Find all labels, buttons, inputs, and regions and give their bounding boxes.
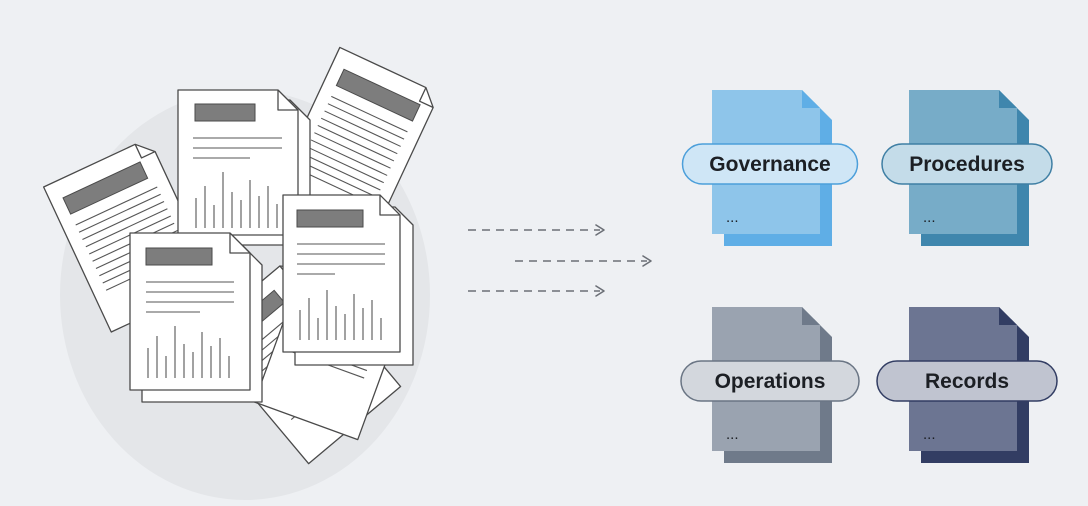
category-operations[interactable]: Operations... [680, 307, 860, 463]
folded-corner [999, 307, 1017, 325]
dashed-arrow-icon [468, 224, 605, 236]
dashed-arrow-icon [515, 255, 652, 267]
paper-sheet-chart [129, 232, 263, 403]
category-procedures[interactable]: Procedures... [881, 90, 1053, 246]
category-placeholder: ... [923, 209, 936, 226]
category-records[interactable]: Records... [876, 307, 1058, 463]
dashed-arrow-icon [468, 285, 605, 297]
category-grid: Governance...Procedures...Operations...R… [680, 90, 1058, 463]
folded-corner [802, 307, 820, 325]
category-label-pill [876, 360, 1058, 402]
category-placeholder: ... [726, 209, 739, 226]
category-label-pill [680, 360, 860, 402]
paper-sheet-chart [177, 89, 311, 246]
category-label: Procedures [909, 153, 1025, 176]
category-label: Records [925, 370, 1009, 393]
category-placeholder: ... [923, 426, 936, 443]
category-label-pill [881, 143, 1053, 185]
paper-sheet [269, 46, 434, 244]
folded-corner [802, 90, 820, 108]
category-label-pill [681, 143, 859, 185]
paper-sheet-chart [282, 194, 414, 366]
category-label: Governance [709, 153, 830, 176]
folded-corner [999, 90, 1017, 108]
category-governance[interactable]: Governance... [681, 90, 859, 246]
category-placeholder: ... [726, 426, 739, 443]
document-pile-icon [42, 46, 434, 465]
category-label: Operations [715, 370, 826, 393]
